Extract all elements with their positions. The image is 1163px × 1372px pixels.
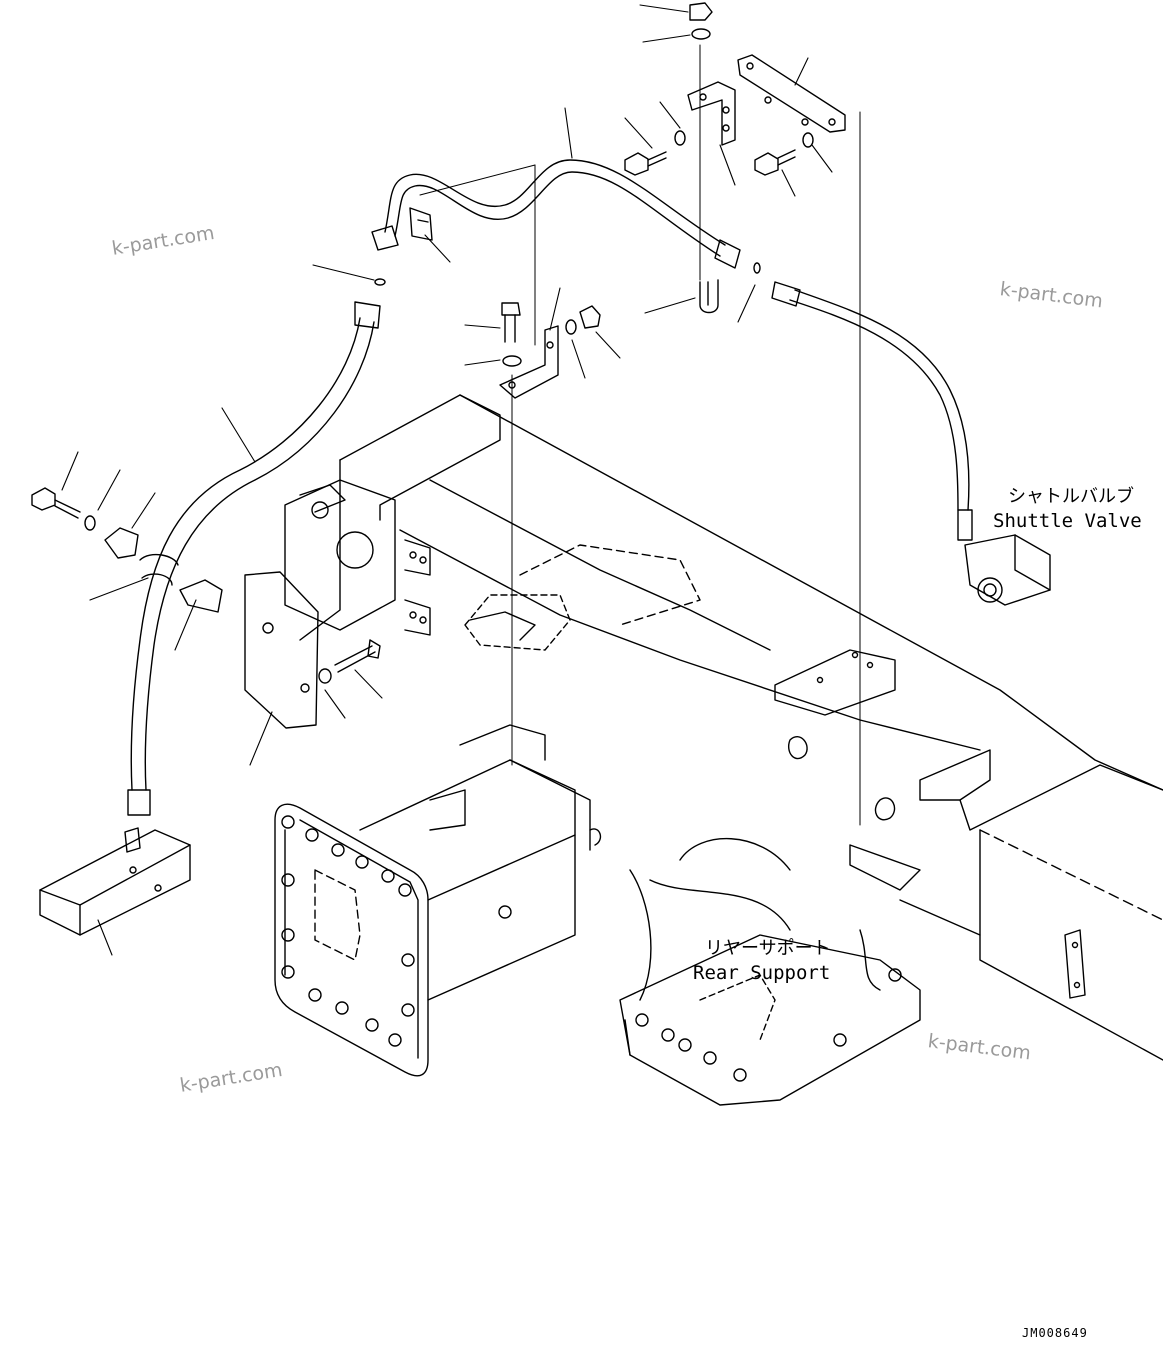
- rear-support-mount: [619, 869, 921, 1106]
- square-flange: [274, 724, 602, 1077]
- alignment-lines: [419, 44, 861, 826]
- drawing-code: JM008649: [1022, 1326, 1088, 1340]
- rear-support-label-en: Rear Support: [693, 962, 831, 984]
- lower-valve-block: [39, 827, 191, 936]
- right-hose: [771, 281, 973, 541]
- shuttle-valve-label-jp: シャトルバルブ: [1008, 486, 1134, 507]
- shuttle-valve-label-en: Shuttle Valve: [993, 510, 1142, 532]
- fasteners: [31, 2, 814, 684]
- shuttle-valve-block: [964, 534, 1051, 606]
- leader-lines: [61, 4, 833, 956]
- rear-support-label-jp: リヤーサポート: [705, 938, 831, 959]
- frame-body: [284, 394, 1163, 1061]
- left-hose: [127, 301, 381, 816]
- upper-steel-pipe: [371, 159, 741, 269]
- brackets: [104, 54, 846, 729]
